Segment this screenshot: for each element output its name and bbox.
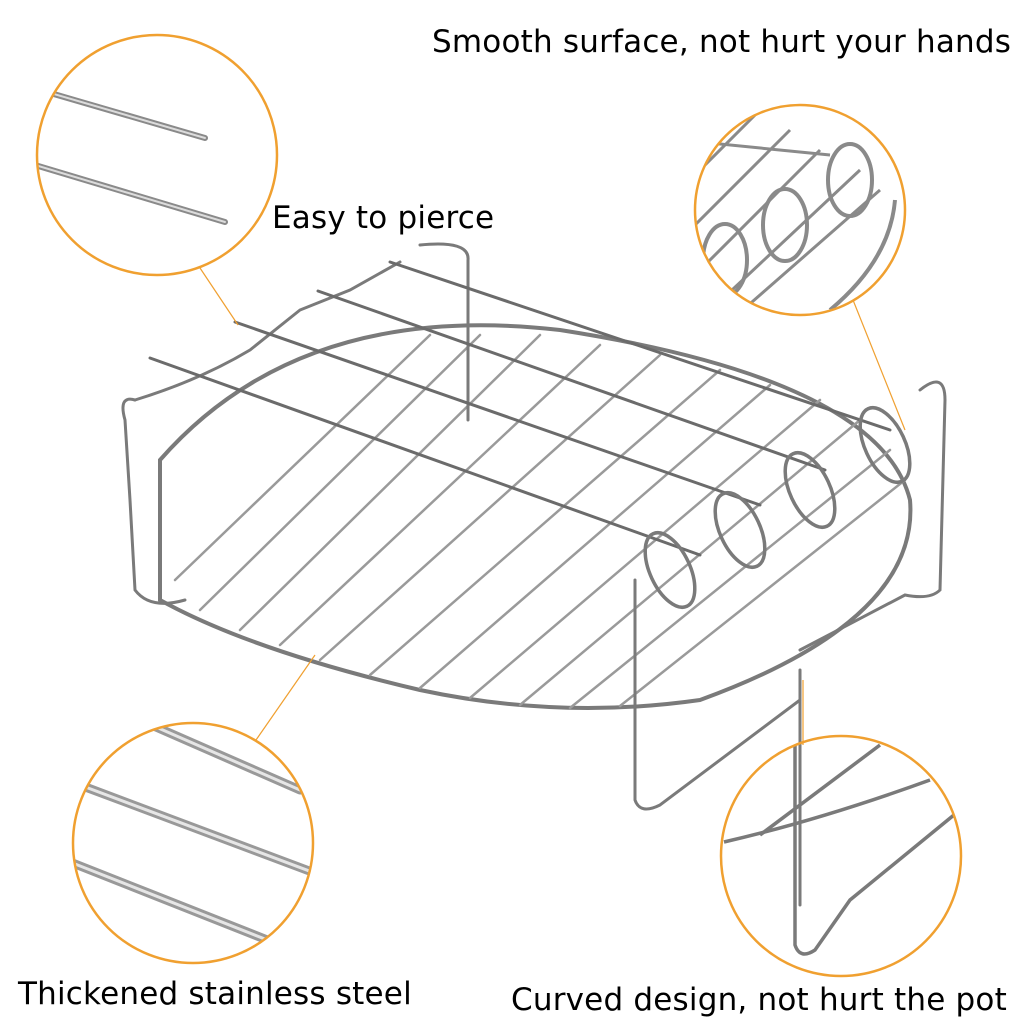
callout-legs — [719, 734, 963, 978]
callout-rings — [693, 103, 907, 317]
callout-skewer-tips — [35, 33, 279, 277]
label-curved-design: Curved design, not hurt the pot — [511, 982, 1007, 1018]
label-thickened-steel: Thickened stainless steel — [18, 976, 412, 1012]
label-smooth-surface: Smooth surface, not hurt your hands — [432, 24, 1012, 60]
label-easy-to-pierce: Easy to pierce — [272, 200, 495, 236]
leader-lines — [199, 267, 906, 745]
rack-main — [121, 242, 947, 907]
callout-wire — [71, 721, 315, 965]
